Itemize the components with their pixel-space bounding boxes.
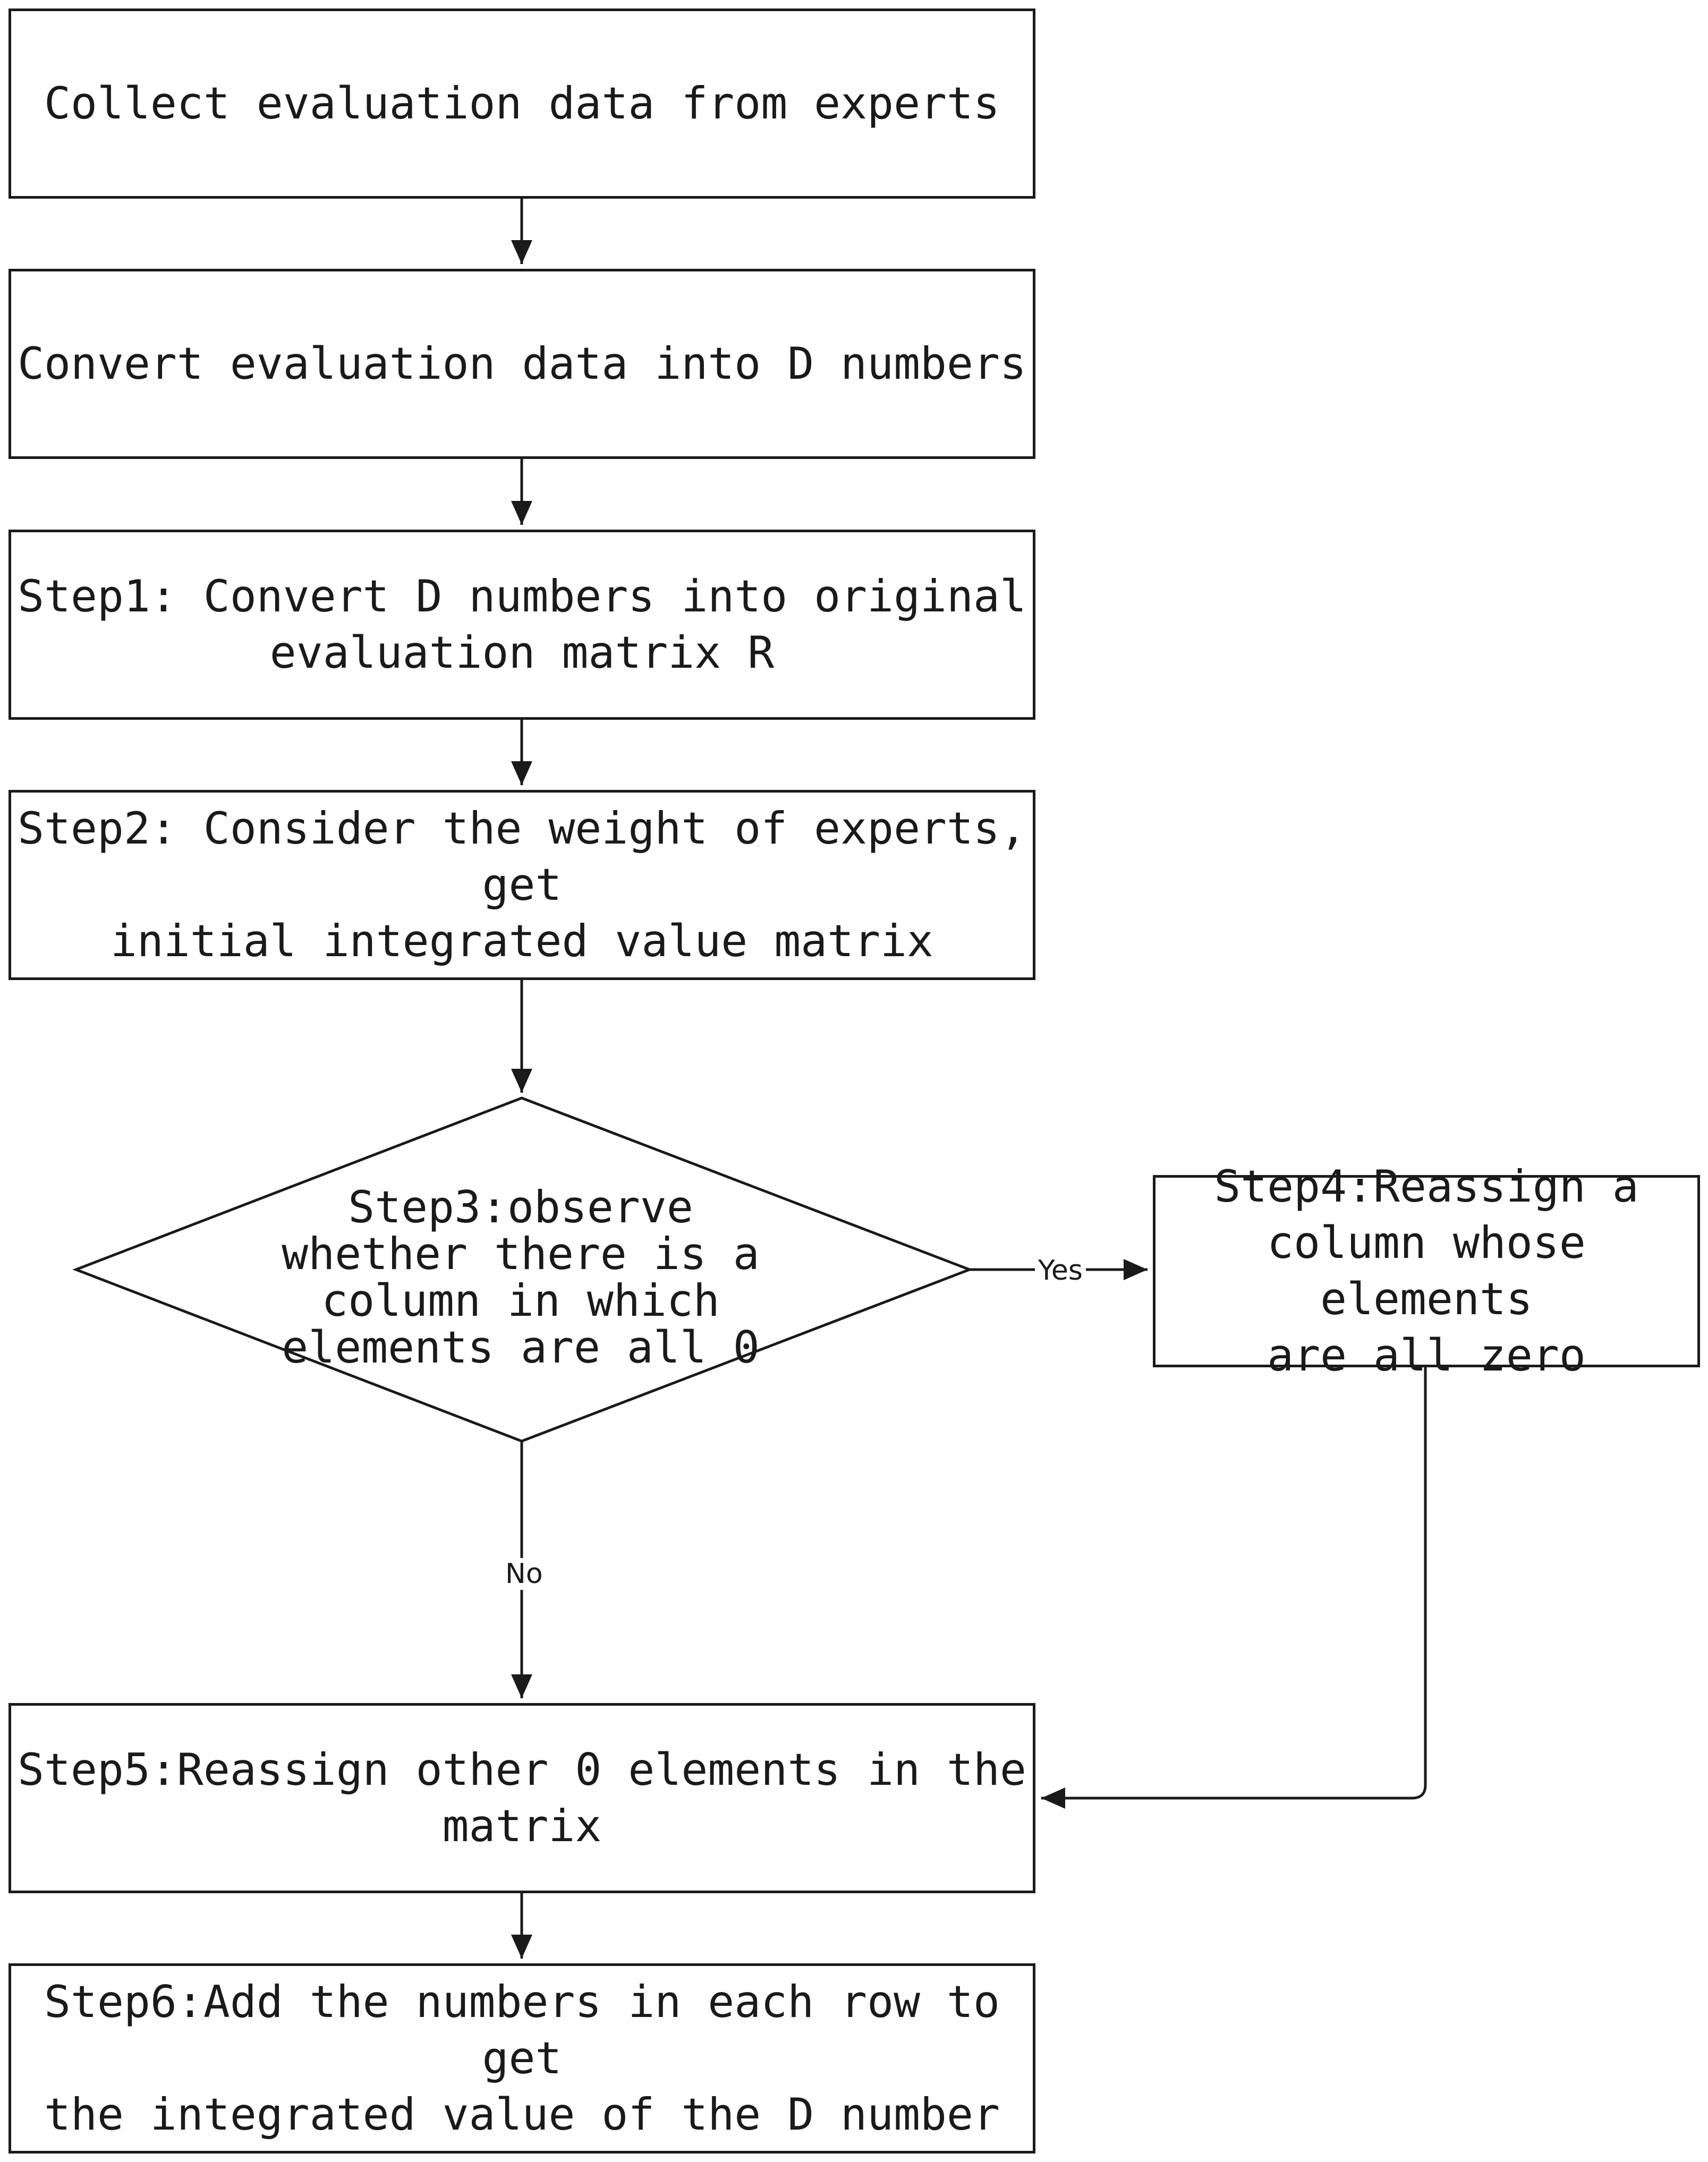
box-convert-d-numbers: Convert evaluation data into D numbers	[9, 269, 1035, 459]
box-step5-text: Step5:Reassign other 0 elements in the m…	[18, 1744, 1026, 1852]
edge-label-no: No	[502, 1558, 546, 1590]
box-step1: Step1: Convert D numbers into original e…	[9, 530, 1035, 720]
box-step6-text: Step6:Add the numbers in each row to get…	[44, 1976, 1000, 2140]
box-convert-d-numbers-text: Convert evaluation data into D numbers	[18, 338, 1026, 389]
box-step6: Step6:Add the numbers in each row to get…	[9, 1963, 1035, 2154]
box-step2: Step2: Consider the weight of experts, g…	[9, 790, 1035, 980]
box-step4-text: Step4:Reassign a column whose elements a…	[1214, 1161, 1639, 1381]
box-step5: Step5:Reassign other 0 elements in the m…	[9, 1703, 1035, 1893]
box-step1-text: Step1: Convert D numbers into original e…	[18, 571, 1026, 678]
box-collect-data: Collect evaluation data from experts	[9, 8, 1035, 199]
decision-step3-text: Step3:observe whether there is a column …	[282, 1181, 760, 1373]
edge-label-yes: Yes	[1035, 1255, 1086, 1287]
arrow-step4-to-step5	[1041, 1366, 1427, 1809]
box-step2-text: Step2: Consider the weight of experts, g…	[18, 803, 1026, 967]
box-collect-data-text: Collect evaluation data from experts	[44, 78, 1000, 129]
box-step4: Step4:Reassign a column whose elements a…	[1153, 1161, 1700, 1381]
